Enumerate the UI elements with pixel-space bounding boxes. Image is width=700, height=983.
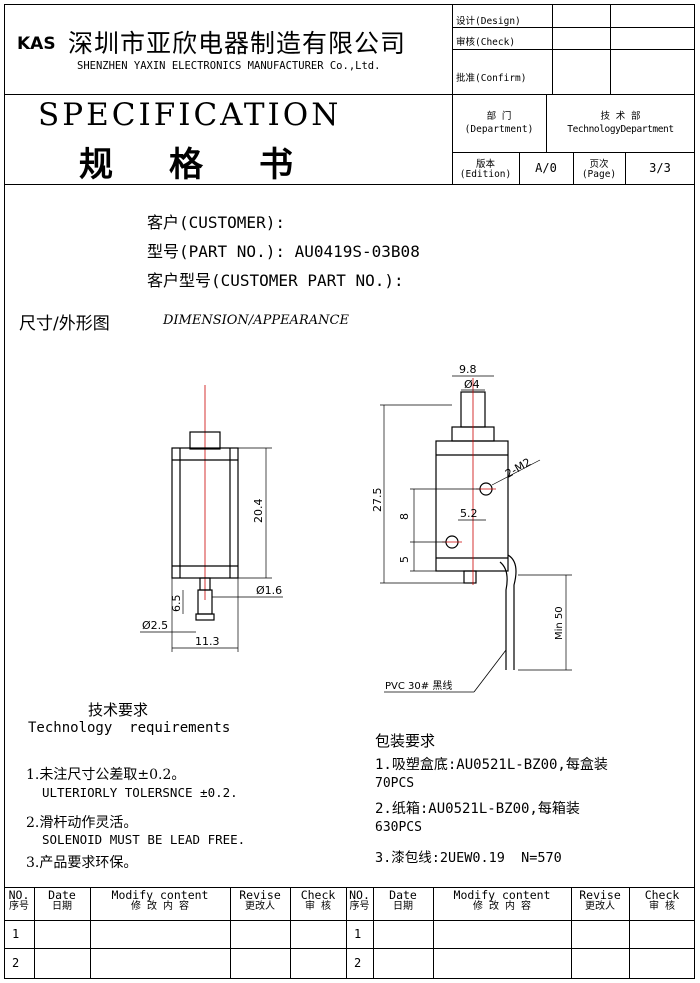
dim-phi-2-5: Ø2.5 (142, 619, 168, 632)
company-name-cn: 深圳市亚欣电器制造有限公司 (68, 29, 407, 58)
tech-item-2-en: SOLENOID MUST BE LEAD FREE. (42, 832, 246, 847)
spec-title-cn: 规格书 (79, 145, 349, 185)
dim-5-2: 5.2 (460, 507, 478, 520)
tech-item-3-cn: 3.产品要求环保。 (26, 855, 138, 871)
dept-label-cn: 部 门 (486, 111, 512, 122)
edition-value: A/0 (535, 161, 557, 175)
packing-line-3: 3.漆包线:2UEW0.19 N=570 (375, 850, 562, 866)
dim-6-5: 6.5 (170, 595, 183, 613)
customer-part-number: 客户型号(CUSTOMER PART NO.): (147, 271, 404, 290)
rev-row-left-2: 2 (12, 956, 20, 970)
customer-label: 客户(CUSTOMER): (147, 213, 285, 232)
packing-line-2b: 630PCS (375, 820, 422, 835)
tech-title-en: Technology requirements (28, 720, 231, 736)
edition-cn: 版本 (475, 159, 495, 170)
tech-item-1-en: ULTERIORLY TOLERSNCE ±0.2. (42, 785, 238, 800)
page-frame (4, 4, 695, 979)
dim-phi-1-6: Ø1.6 (256, 584, 282, 597)
rev-header-no-2: NO.序号 (349, 888, 370, 912)
packing-line-1: 1.吸塑盒底:AU0521L-BZ00,每盒装 (375, 757, 608, 773)
dim-8: 8 (398, 513, 411, 520)
page-value: 3/3 (649, 161, 671, 175)
rev-row-right-2: 2 (354, 956, 362, 970)
tech-item-1-cn: 1.未注尺寸公差取±0.2。 (26, 767, 186, 783)
check-label: 审核(Check) (456, 37, 516, 48)
pvc-wire-label: PVC 30# 黑线 (385, 679, 452, 692)
rev-row-right-1: 1 (354, 927, 362, 941)
rev-row-left-1: 1 (12, 927, 20, 941)
dim-20-4: 20.4 (252, 499, 265, 524)
part-number: 型号(PART NO.): AU0419S-03B08 (147, 242, 420, 261)
dept-value-en: TechnologyDepartment (567, 124, 674, 135)
design-label: 设计(Design) (456, 16, 521, 27)
dimension-title-en: DIMENSION/APPEARANCE (163, 313, 349, 328)
page-cn: 页次 (589, 159, 609, 170)
dim-min-50: Min 50 (554, 606, 565, 640)
page-en: (Page) (581, 169, 617, 180)
dim-9-8: 9.8 (459, 363, 477, 376)
brand-logo: KAS (17, 34, 56, 54)
spec-title-en: SPECIFICATION (38, 97, 342, 133)
tech-item-2-cn: 2.滑杆动作灵活。 (26, 815, 138, 831)
company-name-en: SHENZHEN YAXIN ELECTRONICS MANUFACTURER … (77, 60, 381, 72)
edition-en: (Edition) (459, 169, 512, 180)
dim-11-3: 11.3 (195, 635, 220, 648)
packing-line-1b: 70PCS (375, 776, 415, 791)
rev-header-no: NO.序号 (8, 888, 30, 912)
dim-27-5: 27.5 (371, 488, 384, 513)
packing-line-2: 2.纸箱:AU0521L-BZ00,每箱装 (375, 801, 580, 817)
dimension-title-cn: 尺寸/外形图 (19, 314, 110, 334)
packing-title: 包装要求 (375, 732, 436, 750)
dim-5: 5 (398, 556, 411, 563)
tech-title-cn: 技术要求 (88, 701, 149, 719)
dept-label-en: (Department) (464, 124, 534, 135)
dept-value-cn: 技 术 部 (600, 111, 641, 122)
dim-phi-4: Ø4 (464, 378, 480, 391)
confirm-label: 批准(Confirm) (456, 73, 527, 84)
